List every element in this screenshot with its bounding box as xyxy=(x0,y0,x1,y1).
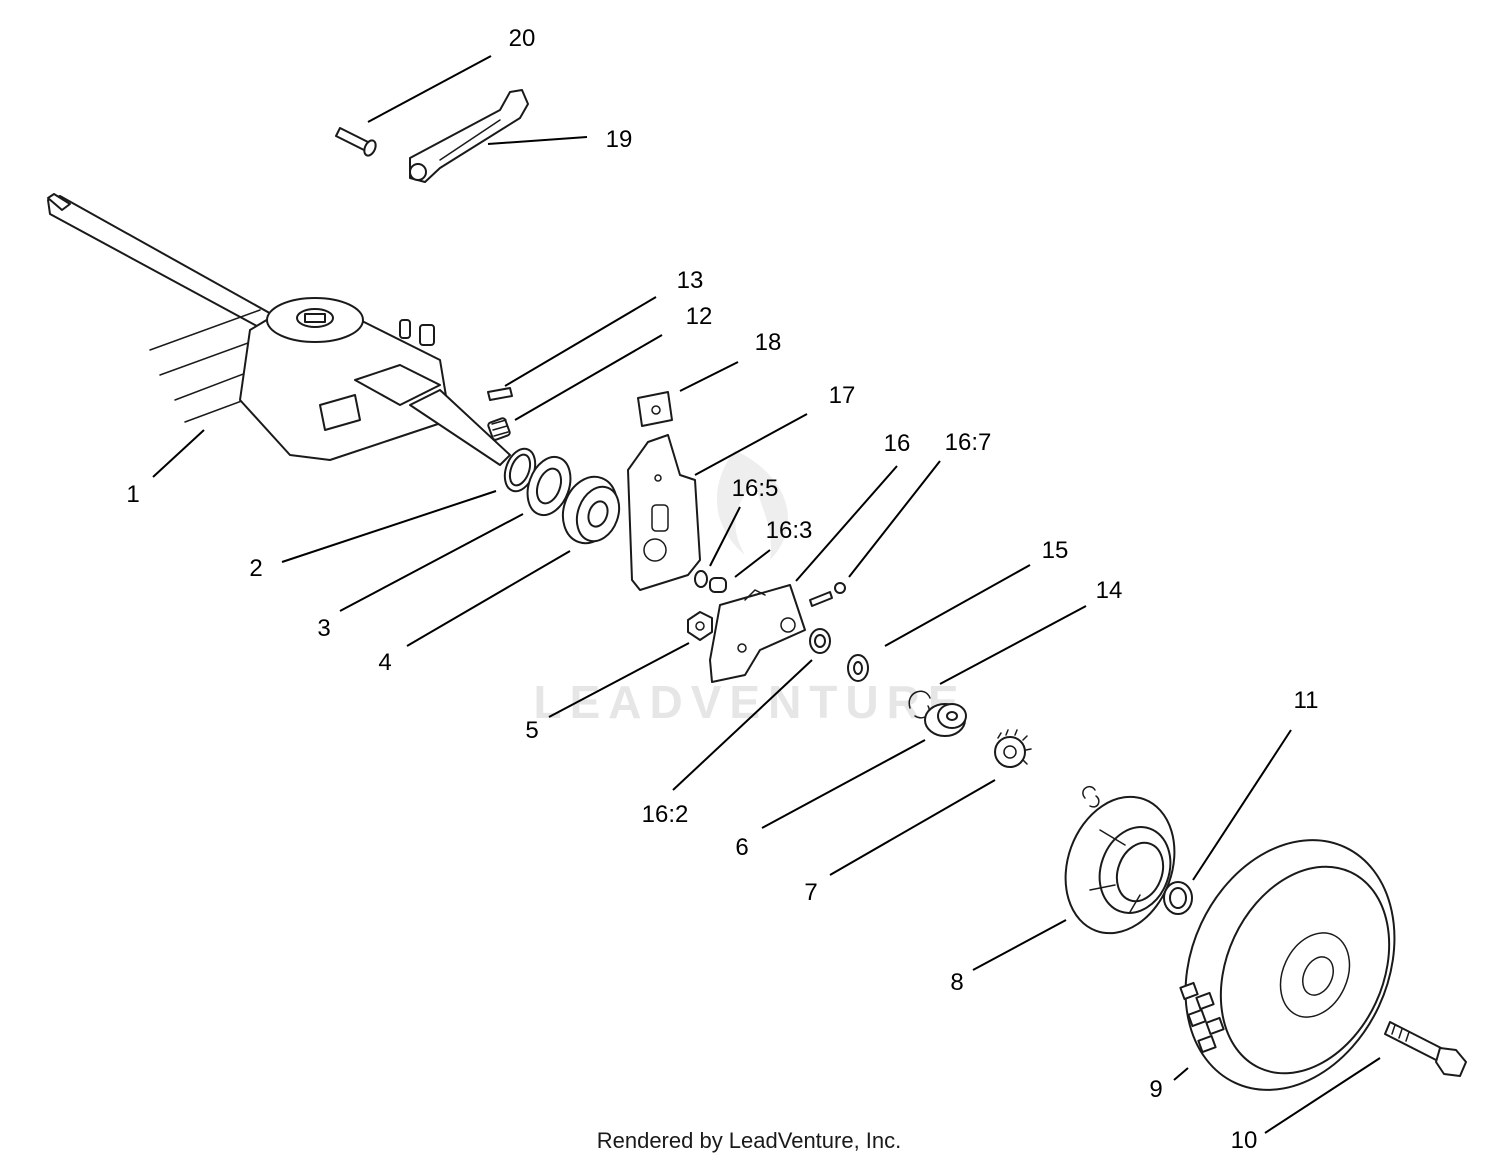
callout-16-3: 16:3 xyxy=(766,517,813,544)
clip-part-18 xyxy=(637,391,673,427)
drive-shaft-part-1 xyxy=(47,193,301,423)
key-part-13 xyxy=(487,387,513,401)
callout-17: 17 xyxy=(829,382,856,409)
nut-part-5 xyxy=(687,611,713,641)
callout-11: 11 xyxy=(1294,687,1319,714)
washer-part-3 xyxy=(526,455,572,517)
leader-lines xyxy=(152,55,1381,1134)
footer-credit: Rendered by LeadVenture, Inc. xyxy=(597,1128,902,1153)
callout-13: 13 xyxy=(677,267,704,294)
wheel-part-9 xyxy=(1179,839,1396,1091)
callouts: 20 19 13 12 18 17 16 16:7 16:5 16:3 15 1… xyxy=(126,25,1318,1154)
callout-5: 5 xyxy=(525,717,538,744)
bushing-part-16-5 xyxy=(694,570,708,588)
callout-7: 7 xyxy=(804,879,817,906)
callout-10: 10 xyxy=(1231,1127,1258,1154)
watermark-text: LEADVENTURE xyxy=(533,676,966,728)
lever-part-19 xyxy=(409,89,529,183)
callout-20: 20 xyxy=(509,25,536,52)
washer-part-15 xyxy=(847,654,869,682)
plate-part-17 xyxy=(627,434,701,591)
bolt-part-10 xyxy=(1384,1021,1467,1077)
screw-part-16-7 xyxy=(809,582,846,607)
callout-9: 9 xyxy=(1149,1076,1162,1103)
callout-16-2: 16:2 xyxy=(642,801,689,828)
callout-16-7: 16:7 xyxy=(945,429,992,456)
callout-4: 4 xyxy=(378,649,391,676)
callout-18: 18 xyxy=(755,329,782,356)
callout-15: 15 xyxy=(1042,537,1069,564)
watermark: LEADVENTURE xyxy=(533,450,966,728)
bushing-part-16-3 xyxy=(709,577,727,593)
callout-1: 1 xyxy=(126,481,139,508)
bearing-part-16-2 xyxy=(809,628,831,654)
callout-14: 14 xyxy=(1096,577,1123,604)
callout-12: 12 xyxy=(686,303,713,330)
pin-part-20 xyxy=(335,127,377,157)
gear-part-7 xyxy=(994,729,1032,768)
bushing-part-4 xyxy=(561,475,621,545)
bushing-part-11 xyxy=(1163,881,1193,915)
callout-6: 6 xyxy=(735,834,748,861)
callout-16: 16 xyxy=(884,430,911,457)
bracket-part-16 xyxy=(709,584,806,683)
gearbox-housing xyxy=(239,297,511,466)
callout-2: 2 xyxy=(249,555,262,582)
callout-8: 8 xyxy=(950,969,963,996)
callout-3: 3 xyxy=(317,615,330,642)
callout-19: 19 xyxy=(606,126,633,153)
callout-16-5: 16:5 xyxy=(732,475,779,502)
hub-cap-part-8 xyxy=(1064,786,1176,935)
spring-part-12 xyxy=(487,417,511,441)
spacer-part-6 xyxy=(924,703,967,737)
